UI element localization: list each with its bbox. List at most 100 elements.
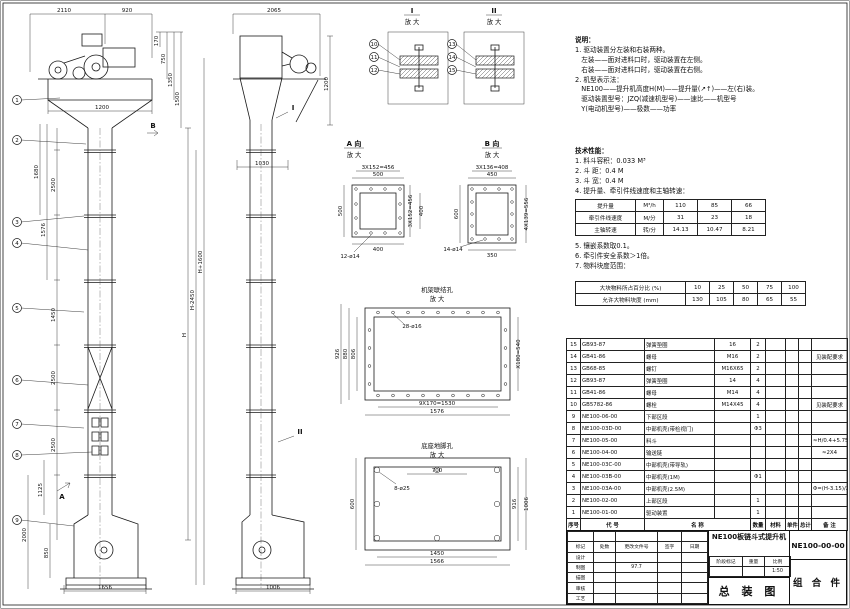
balloon-9: 9 [12, 515, 75, 527]
balloon-4: 4 [12, 238, 89, 251]
dim-label: 2500 [51, 178, 57, 192]
dim-label: 1200 [324, 77, 330, 91]
dim-label: 600 [454, 208, 460, 219]
svg-text:12: 12 [371, 68, 378, 74]
detail-title: 机架联结孔 [421, 285, 453, 294]
dim-label: 916 [512, 498, 518, 509]
side-view: 2065 1200 1030 1006 I II [232, 8, 333, 594]
dim-label: 2500 [51, 371, 57, 385]
lump-size-table: 大块物料所占百分比 (%) 10 25 50 75 100 允许大物料块度 (m… [575, 281, 806, 306]
detail-title: II [491, 7, 496, 15]
tb-label: 阶段标记 [709, 555, 743, 568]
dim-label: 1125 [38, 483, 44, 497]
dim-label: 9X170=1530 [419, 401, 456, 407]
tech-line: 1. 料斗容积：0.033 M³ [575, 156, 646, 165]
dim-label: 500 [338, 205, 344, 216]
dim-label: 350 [487, 253, 498, 259]
tb-label: 更改文件号 [615, 541, 658, 553]
dim-label: H-2450 [190, 289, 196, 310]
section-mark-i: I [292, 104, 295, 112]
svg-text:5: 5 [15, 306, 19, 312]
dim-label: 920 [122, 8, 133, 14]
lump-cell: 80 [733, 293, 758, 306]
svg-text:9: 9 [15, 518, 19, 524]
front-view: 2110 920 1200 170 750 1350 1500 1680 157… [12, 8, 205, 594]
detail-subtitle: 放 大 [347, 150, 362, 159]
speed-cell: 牵引件线速度 [575, 211, 636, 224]
dim-label: 1576 [41, 223, 47, 237]
dim-label: 806 [351, 348, 357, 359]
dim-label: 400 [373, 247, 384, 253]
notes-heading: 说明： [575, 36, 595, 44]
dim-label: 2065 [267, 8, 281, 14]
tb-label: 审核 [567, 582, 594, 594]
tech-line: 6. 牵引件安全系数＞1倍。 [575, 251, 654, 260]
dim-label: 1500 [175, 92, 181, 106]
lump-cell: 55 [781, 293, 806, 306]
detail-title: A 向 [347, 139, 362, 148]
svg-text:13: 13 [449, 42, 456, 48]
tech-line: 3. 斗 宽：0.4 M [575, 176, 624, 185]
detail-subtitle: 放 大 [485, 150, 500, 159]
dim-label: 3X152=456 [362, 165, 395, 171]
dim-label: X180=540 [516, 339, 522, 369]
balloon-1: 1 [12, 95, 61, 105]
detail-title: I [411, 7, 414, 15]
dim-label: 3X152=456 [408, 194, 414, 227]
tech-heading: 技术性能： [575, 147, 608, 155]
svg-text:15: 15 [449, 68, 456, 74]
dim-label: 926 [335, 348, 341, 359]
speed-cell: 31 [663, 211, 698, 224]
balloon-7: 7 [12, 419, 85, 429]
balloon-5: 5 [12, 303, 85, 313]
dim-label: 880 [343, 348, 349, 359]
note-line: 左装——面对进料口时，驱动装置在左侧。 [575, 55, 707, 64]
dim-label: 600 [350, 498, 356, 509]
note-line: NE100——提升机高度H(M)——提升量(↗↑)——左(右)装。 [575, 85, 759, 94]
dim-label: 400 [419, 205, 425, 216]
detail-subtitle: 放 大 [487, 17, 502, 26]
balloon-13: 13 [447, 39, 477, 61]
speed-cell: M/分 [635, 211, 664, 224]
detail-b-view: B 向 放 大 450 3X136=408 600 4X139=556 350 … [443, 139, 530, 259]
speed-cell: 23 [697, 211, 732, 224]
balloon-12: 12 [369, 65, 401, 75]
dim-label: 1450 [51, 308, 57, 322]
svg-text:8: 8 [15, 453, 19, 459]
note-line: Y(电动机型号)——极数——功率 [575, 105, 677, 114]
lump-cell: 65 [757, 293, 782, 306]
note-line: 1. 驱动装置分左装和右装两种。 [575, 45, 670, 54]
speed-table: 提升量 M³/h 110 85 66 牵引件线速度 M/分 31 23 18 主… [575, 199, 766, 236]
lump-cell: 130 [685, 293, 710, 306]
detail-subtitle: 放 大 [405, 17, 420, 26]
dim-label: 1006 [524, 497, 530, 511]
tb-date: 97.7 [615, 561, 658, 574]
detail-subtitle: 放 大 [430, 294, 445, 303]
tech-line: 2. 斗 距：0.4 M [575, 166, 624, 175]
tb-label: 处数 [593, 541, 616, 553]
balloon-8: 8 [12, 450, 93, 460]
dim-label: 1680 [34, 165, 40, 179]
tech-line: 5. 镶嵌系数取0.1。 [575, 242, 634, 250]
tb-label: 日期 [681, 541, 708, 553]
speed-cell: 110 [663, 199, 698, 212]
speed-cell: 18 [731, 211, 766, 224]
part-type: 组 合 件 [790, 559, 846, 604]
dim-label: 4X139=556 [524, 197, 530, 230]
tb-label: 描图 [567, 572, 594, 584]
dim-label: 850 [44, 547, 50, 558]
